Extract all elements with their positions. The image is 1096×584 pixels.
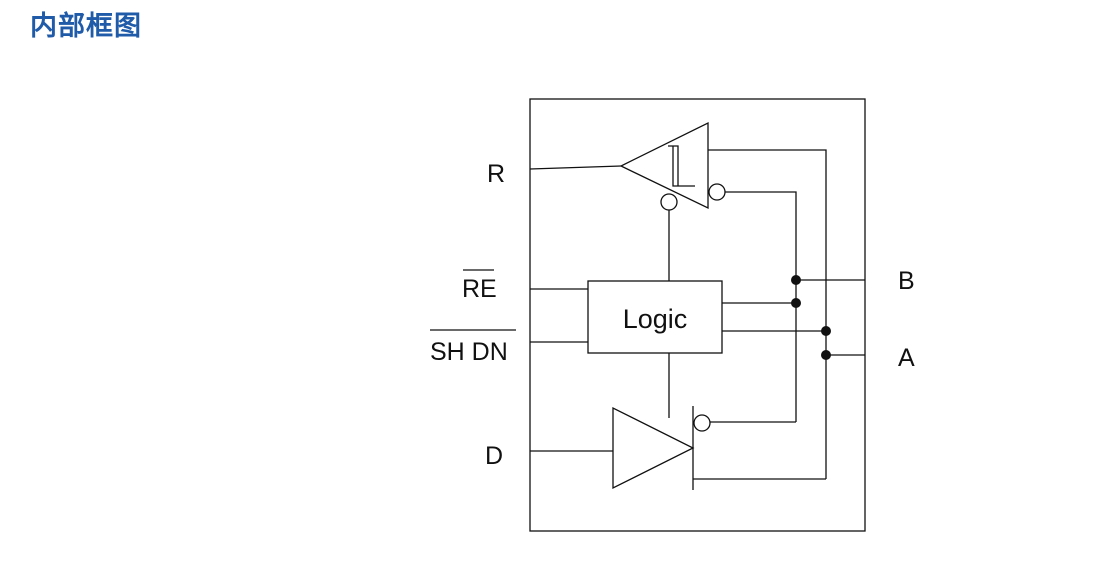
- receiver-enable-bubble: [660, 193, 678, 211]
- driver-inverting-bubble: [693, 414, 711, 432]
- wire-r: [529, 165, 622, 170]
- receiver-input-bubble: [708, 183, 726, 201]
- pin-label-r: R: [487, 160, 505, 188]
- junction-dot: [791, 275, 801, 285]
- hysteresis-symbol: [668, 145, 695, 187]
- pin-label-b: B: [898, 267, 915, 295]
- junction-dot: [791, 298, 801, 308]
- driver-buffer: [612, 406, 695, 490]
- page-title: 内部框图: [30, 11, 142, 42]
- logic-block: [587, 280, 723, 354]
- logic-label: Logic: [623, 304, 688, 334]
- package-outline: [529, 98, 866, 532]
- receiver-buffer: [619, 121, 709, 210]
- junction-dot: [821, 350, 831, 360]
- pin-label-re: RE: [462, 275, 497, 303]
- junction-dot: [821, 326, 831, 336]
- pin-label-a: A: [898, 344, 915, 372]
- pin-label-shdn: SH DN: [430, 338, 508, 366]
- pin-label-d: D: [485, 442, 503, 470]
- wire-receiver-b: [725, 191, 797, 422]
- wire-receiver-a: [708, 149, 827, 479]
